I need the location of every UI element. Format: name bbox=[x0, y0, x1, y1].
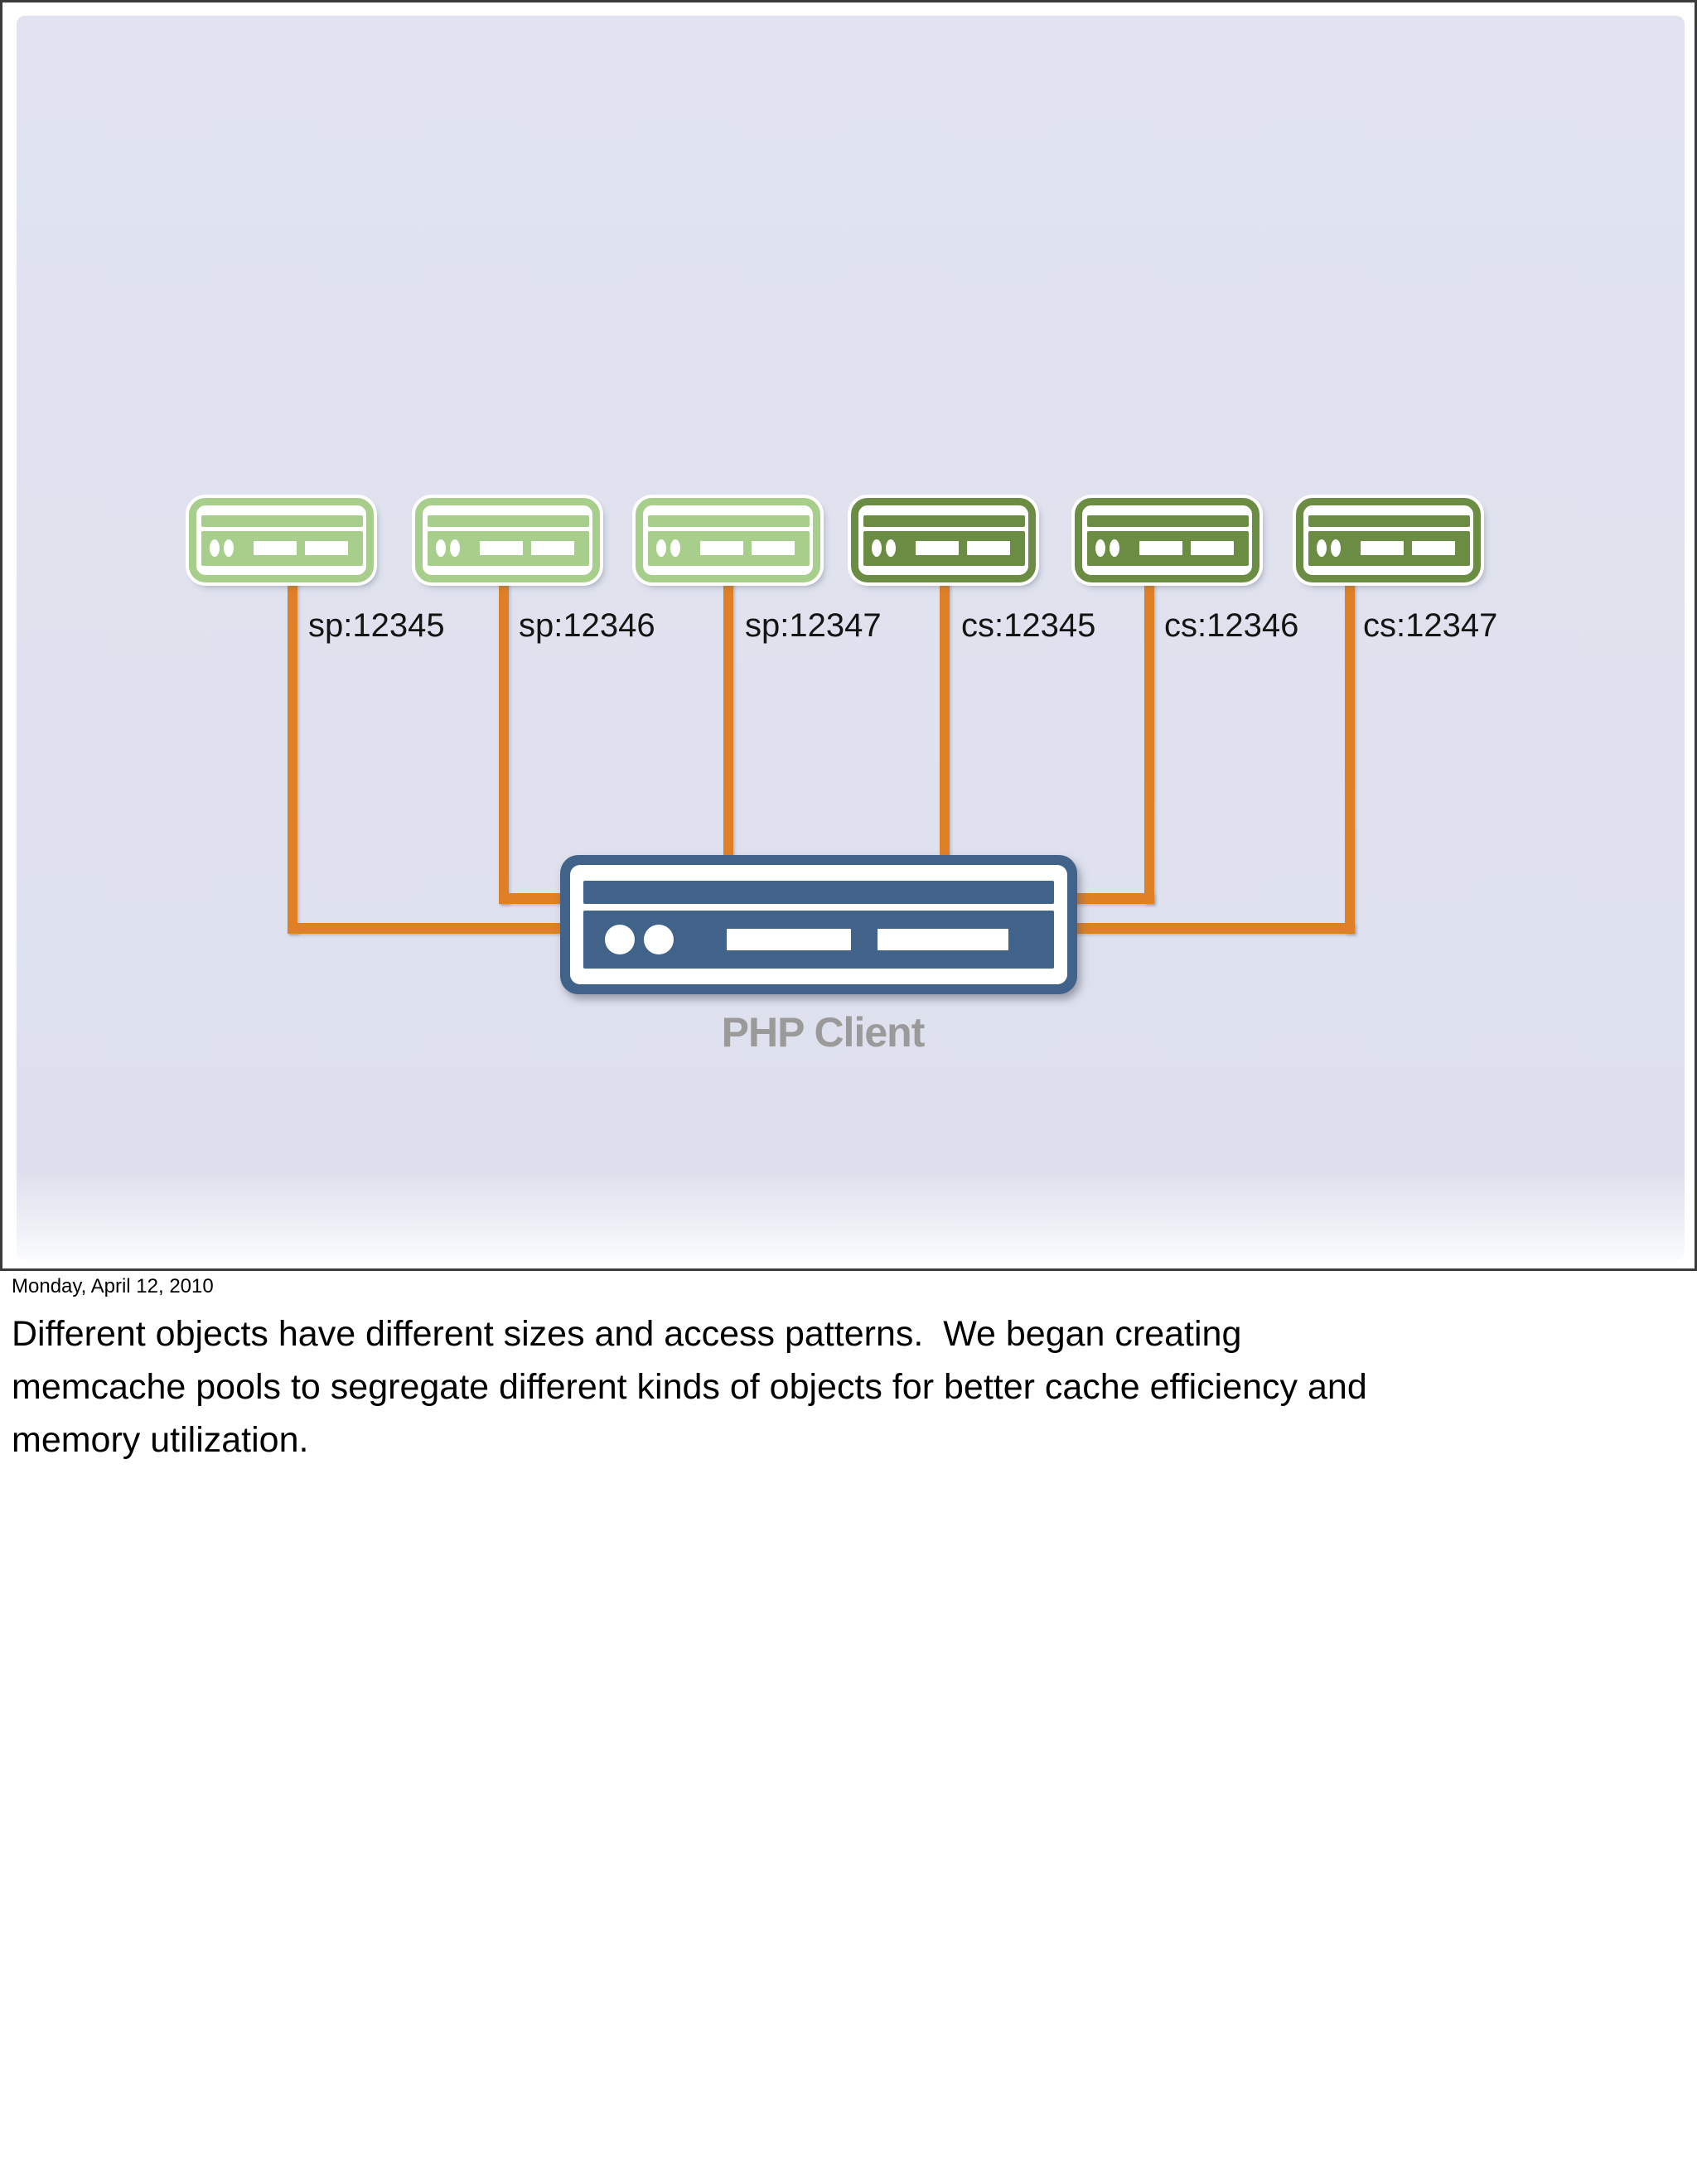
speaker-notes: Different objects have different sizes a… bbox=[12, 1307, 1367, 1466]
server-front-panel bbox=[428, 530, 589, 566]
led-dot-icon bbox=[1317, 539, 1327, 557]
client-chassis bbox=[570, 865, 1067, 984]
server-port-label: cs:12347 bbox=[1363, 607, 1498, 644]
drive-slot-icon bbox=[700, 541, 743, 555]
wire-sp12346-horizontal bbox=[499, 893, 570, 904]
server-icon-cs-12346 bbox=[1075, 498, 1259, 582]
server-icon-sp-12346 bbox=[415, 498, 600, 582]
slide-frame: sp:12345 sp:12346 sp:12347 cs:12345 cs:1… bbox=[0, 0, 1697, 1271]
server-front-panel bbox=[863, 530, 1025, 566]
wire-sp12347-vertical bbox=[723, 579, 733, 864]
led-dot-icon bbox=[670, 539, 680, 557]
drive-slot-icon bbox=[967, 541, 1010, 555]
server-icon-cs-12347 bbox=[1296, 498, 1481, 582]
client-front-panel bbox=[583, 911, 1054, 969]
wire-cs12347-horizontal bbox=[1068, 923, 1355, 934]
led-dot-icon bbox=[886, 539, 896, 557]
drive-slot-icon bbox=[727, 929, 851, 950]
server-top-bar bbox=[1087, 515, 1249, 527]
drive-slot-icon bbox=[531, 541, 574, 555]
wire-sp12346-vertical bbox=[499, 579, 509, 904]
wire-sp12345-vertical bbox=[288, 579, 297, 934]
drive-slot-icon bbox=[916, 541, 959, 555]
server-top-bar bbox=[863, 515, 1025, 527]
server-port-label: sp:12346 bbox=[519, 607, 655, 644]
date-line: Monday, April 12, 2010 bbox=[12, 1275, 214, 1297]
php-client-icon bbox=[560, 855, 1077, 994]
led-dot-icon bbox=[1095, 539, 1105, 557]
server-front-panel bbox=[201, 530, 363, 566]
led-dot-icon bbox=[224, 539, 234, 557]
notes-line: Different objects have different sizes a… bbox=[12, 1314, 1242, 1354]
server-icon-cs-12345 bbox=[851, 498, 1036, 582]
server-top-bar bbox=[428, 515, 589, 527]
drive-slot-icon bbox=[1191, 541, 1234, 555]
led-dot-icon bbox=[450, 539, 460, 557]
wire-cs12345-vertical bbox=[940, 579, 950, 864]
php-client-label: PHP Client bbox=[721, 1009, 926, 1056]
led-dot-icon bbox=[656, 539, 666, 557]
wire-cs12346-horizontal bbox=[1068, 893, 1154, 904]
led-dot-icon bbox=[605, 925, 635, 954]
notes-line: memory utilization. bbox=[12, 1420, 309, 1460]
drive-slot-icon bbox=[480, 541, 523, 555]
led-dot-icon bbox=[210, 539, 220, 557]
server-front-panel bbox=[1308, 530, 1470, 566]
drive-slot-icon bbox=[254, 541, 297, 555]
server-front-panel bbox=[648, 530, 810, 566]
led-dot-icon bbox=[436, 539, 446, 557]
slide-canvas: sp:12345 sp:12346 sp:12347 cs:12345 cs:1… bbox=[17, 16, 1685, 1260]
drive-slot-icon bbox=[305, 541, 348, 555]
server-icon-sp-12347 bbox=[636, 498, 820, 582]
wire-sp12345-horizontal bbox=[288, 923, 570, 934]
server-top-bar bbox=[201, 515, 363, 527]
drive-slot-icon bbox=[752, 541, 795, 555]
led-dot-icon bbox=[1110, 539, 1119, 557]
server-port-label: sp:12347 bbox=[745, 607, 882, 644]
server-top-bar bbox=[648, 515, 810, 527]
notes-line: memcache pools to segregate different ki… bbox=[12, 1367, 1367, 1407]
led-dot-icon bbox=[872, 539, 882, 557]
server-front-panel bbox=[1087, 530, 1249, 566]
led-dot-icon bbox=[644, 925, 674, 954]
drive-slot-icon bbox=[1412, 541, 1455, 555]
server-port-label: cs:12345 bbox=[961, 607, 1096, 644]
wire-cs12347-vertical bbox=[1345, 579, 1355, 934]
server-port-label: cs:12346 bbox=[1164, 607, 1299, 644]
drive-slot-icon bbox=[1361, 541, 1404, 555]
drive-slot-icon bbox=[1139, 541, 1182, 555]
led-dot-icon bbox=[1331, 539, 1341, 557]
wire-cs12346-vertical bbox=[1144, 579, 1154, 904]
server-icon-sp-12345 bbox=[189, 498, 374, 582]
server-top-bar bbox=[1308, 515, 1470, 527]
drive-slot-icon bbox=[878, 929, 1008, 950]
client-top-bar bbox=[583, 881, 1054, 904]
server-port-label: sp:12345 bbox=[308, 607, 445, 644]
